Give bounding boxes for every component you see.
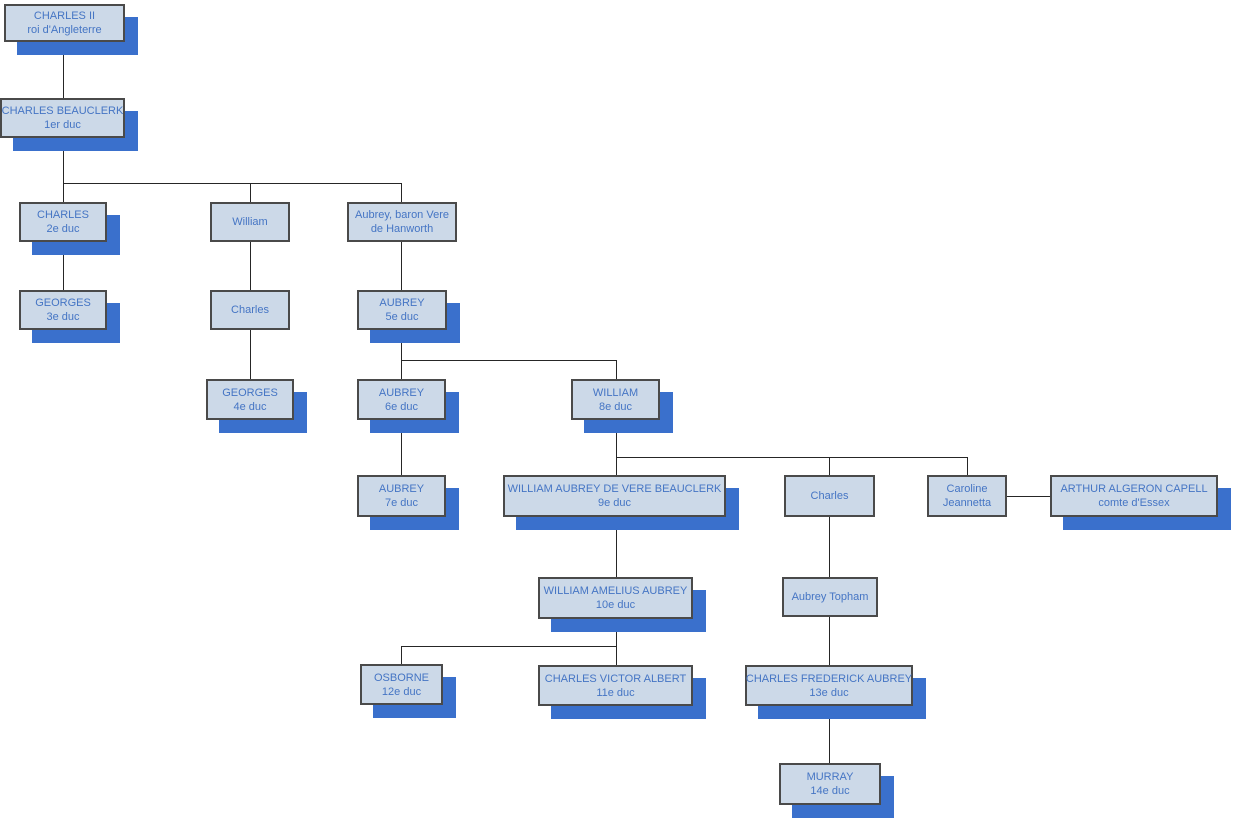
connector-line-vertical (829, 617, 830, 665)
node-label-line2: 13e duc (809, 686, 849, 699)
connector-line-vertical (616, 457, 617, 475)
connector-line-vertical (401, 330, 402, 360)
connector-line-vertical (401, 360, 402, 379)
node-label-line1: OSBORNE (373, 671, 429, 684)
node-label-line1: MURRAY (806, 771, 854, 783)
node-label-line2: comte d'Essex (1098, 497, 1170, 509)
connector-line-horizontal (63, 183, 402, 184)
connector-line-vertical (401, 420, 402, 475)
node-label-line1: Caroline (946, 483, 988, 495)
node-label-line2: roi d'Angleterre (27, 24, 102, 36)
node-label-line2: 4e duc (233, 400, 267, 413)
node-label-line1: AUBREY (378, 386, 425, 399)
node-aubrey-topham[interactable]: Aubrey Topham (782, 577, 878, 617)
node-william-amelius-10[interactable]: WILLIAM AMELIUS AUBREY 10e duc (538, 577, 693, 619)
node-label-line2: 6e duc (384, 400, 419, 413)
node-label-line2: 2e duc (46, 223, 80, 235)
connector-line-vertical (250, 330, 251, 379)
node-label-line2: 12e duc (381, 685, 422, 698)
node-murray-14[interactable]: MURRAY 14e duc (779, 763, 881, 805)
node-label-line1: AUBREY (379, 297, 425, 309)
node-label-line1: WILLIAM AMELIUS AUBREY (543, 585, 688, 597)
node-label-line1: ARTHUR ALGERON CAPELL (1060, 483, 1208, 495)
connector-line-vertical (829, 457, 830, 475)
node-label-line2: 11e duc (596, 686, 635, 699)
node-label-line2: 1er duc (44, 119, 81, 131)
node-label-line1: GEORGES (35, 297, 91, 309)
connector-line-vertical (967, 457, 968, 475)
node-label-line2: de Hanworth (370, 223, 434, 235)
connector-line-vertical (829, 705, 830, 763)
connector-line-vertical (63, 42, 64, 98)
connector-line-vertical (63, 183, 64, 202)
node-label-line1: Aubrey, baron Vere (355, 209, 449, 221)
node-label-line1: CHARLES II (33, 10, 96, 22)
connector-line-horizontal (1007, 496, 1050, 497)
node-label-line1: AUBREY (378, 483, 425, 495)
node-charles[interactable]: Charles (210, 290, 290, 330)
node-georges-3[interactable]: GEORGES 3e duc (19, 290, 107, 330)
node-label-line1: William (232, 216, 268, 228)
connector-line-horizontal (401, 360, 616, 361)
connector-line-vertical (616, 360, 617, 379)
node-william-aubrey-9[interactable]: WILLIAM AUBREY DE VERE BEAUCLERK 9e duc (503, 475, 726, 517)
node-label-line1: CHARLES (37, 209, 89, 221)
node-label-line2: 3e duc (46, 311, 80, 323)
node-label-line2: 10e duc (595, 599, 636, 611)
node-label-line1: CHARLES VICTOR ALBERT (544, 672, 687, 685)
node-label-line1: CHARLES BEAUCLERK (1, 105, 124, 117)
node-arthur-capell[interactable]: ARTHUR ALGERON CAPELL comte d'Essex (1050, 475, 1218, 517)
connector-line-vertical (250, 242, 251, 290)
connector-line-vertical (401, 242, 402, 290)
node-aubrey-5[interactable]: AUBREY 5e duc (357, 290, 447, 330)
node-label-line1: Charles (810, 490, 849, 502)
connector-line-vertical (616, 420, 617, 457)
connector-line-vertical (616, 517, 617, 577)
node-charles-son-of-8[interactable]: Charles (784, 475, 875, 517)
node-label-line1: Charles (231, 304, 269, 316)
node-label-line1: WILLIAM AUBREY DE VERE BEAUCLERK (507, 483, 722, 495)
node-charles-2[interactable]: CHARLES 2e duc (19, 202, 107, 242)
connector-line-vertical (63, 138, 64, 183)
node-label-line1: GEORGES (222, 386, 278, 399)
node-charles-ii[interactable]: CHARLES II roi d'Angleterre (4, 4, 125, 42)
connector-line-vertical (250, 183, 251, 202)
connector-line-vertical (401, 646, 402, 664)
node-label-line2: 14e duc (810, 785, 850, 797)
node-label-line1: CHARLES FREDERICK AUBREY (745, 672, 913, 685)
connector-line-horizontal (616, 457, 967, 458)
node-label-line1: Aubrey Topham (791, 591, 869, 603)
connector-line-horizontal (401, 646, 616, 647)
node-label-line2: 5e duc (385, 311, 419, 323)
node-label-line2: 8e duc (598, 400, 633, 413)
node-william[interactable]: William (210, 202, 290, 242)
connector-line-vertical (616, 619, 617, 665)
connector-line-vertical (829, 517, 830, 577)
node-label-line1: WILLIAM (592, 386, 639, 399)
node-label-line2: 9e duc (597, 497, 632, 509)
node-label-line2: 7e duc (384, 497, 419, 509)
connector-line-vertical (401, 183, 402, 202)
node-aubrey-baron-vere[interactable]: Aubrey, baron Vere de Hanworth (347, 202, 457, 242)
node-aubrey-7[interactable]: AUBREY 7e duc (357, 475, 446, 517)
connector-line-vertical (63, 242, 64, 290)
node-label-line2: Jeannetta (942, 497, 992, 509)
node-charles-beauclerk-1[interactable]: CHARLES BEAUCLERK 1er duc (0, 98, 125, 138)
